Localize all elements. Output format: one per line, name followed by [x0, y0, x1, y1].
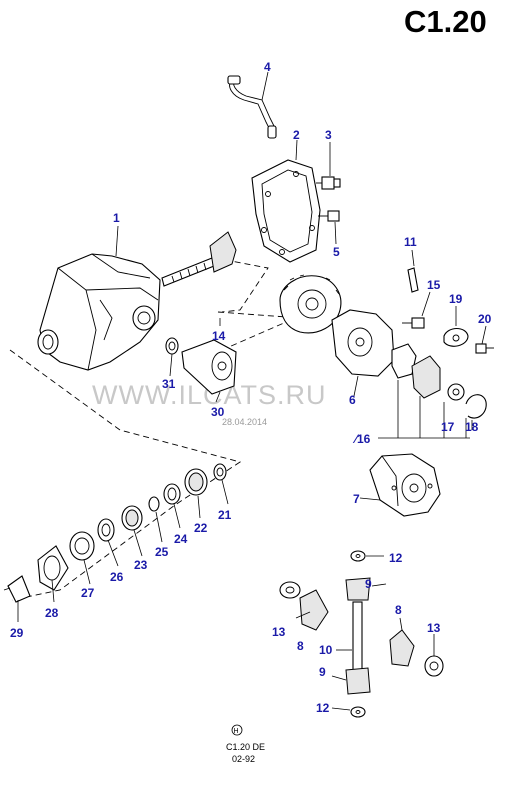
part-label: 20 [478, 312, 492, 326]
part-label: 14 [212, 329, 226, 343]
differential-case [359, 453, 441, 517]
part-label: 8 [297, 639, 304, 653]
part-label: 3 [325, 128, 332, 142]
axle-housing [37, 225, 161, 371]
part-label: 28 [45, 606, 59, 620]
part-label: 12 [389, 551, 403, 565]
footer-code: C1.20 DE [226, 742, 265, 752]
part-label: 1 [113, 211, 120, 225]
part-label: 10 [319, 643, 333, 657]
part-label: 30 [211, 405, 225, 419]
part-label: 25 [155, 545, 169, 559]
differential-gear-set [279, 550, 444, 718]
part-label: 15 [427, 278, 441, 292]
part-label: 2 [293, 128, 300, 142]
part-number-labels: 1 2 3 4 5 6 7 8 8 9 9 10 11 12 12 13 13 … [10, 60, 492, 715]
part-label: 21 [218, 508, 232, 522]
part-label: 23 [134, 558, 148, 572]
part-label: 27 [81, 586, 95, 600]
part-label: 6 [349, 393, 356, 407]
part-label: 9 [319, 665, 326, 679]
differential-small-parts [402, 249, 494, 354]
differential-assembly [331, 309, 487, 419]
pinion-stack [3, 463, 229, 622]
part-label: 9 [365, 577, 372, 591]
part-label: ⁄16 [352, 432, 371, 446]
part-label: 24 [174, 532, 188, 546]
part-16-bracket [378, 380, 473, 439]
part-label: 7 [353, 492, 360, 506]
part-label: 12 [316, 701, 330, 715]
part-label: 4 [264, 60, 271, 74]
page-code: C1.20 [404, 4, 487, 39]
pinion-and-ring-gear [161, 231, 342, 334]
watermark-date: 28.04.2014 [222, 417, 267, 427]
part-label: 29 [10, 626, 24, 640]
part-label: 5 [333, 245, 340, 259]
part-label: 13 [427, 621, 441, 635]
part-label: 22 [194, 521, 208, 535]
pinion-seal-and-flange [165, 337, 237, 403]
rear-cover [251, 139, 321, 263]
footer-symbol: H [234, 728, 239, 735]
part-label: 19 [449, 292, 463, 306]
part-label: 8 [395, 603, 402, 617]
part-label: 31 [162, 377, 176, 391]
part-label: 26 [110, 570, 124, 584]
part-label: 18 [465, 420, 479, 434]
footer-date: 02-92 [232, 754, 255, 764]
breather-hose [227, 71, 277, 139]
footer: H C1.20 DE 02-92 [226, 724, 265, 764]
part-label: 13 [272, 625, 286, 639]
cover-bolts [316, 142, 341, 245]
part-label: 17 [441, 420, 455, 434]
footer-symbol-circle [231, 724, 243, 736]
part-label: 11 [404, 235, 417, 249]
